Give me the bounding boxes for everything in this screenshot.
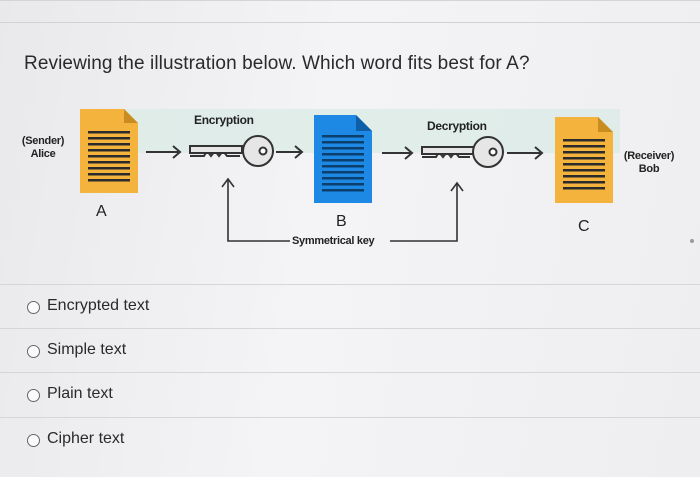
sender-label: (Sender) Alice (21, 135, 65, 160)
document-b-icon (314, 115, 372, 203)
option-label: Encrypted text (47, 297, 150, 314)
option-label: Plain text (47, 385, 113, 402)
decryption-key-icon (421, 136, 504, 168)
label-b: B (336, 213, 347, 230)
radio-button[interactable] (27, 434, 40, 447)
radio-button[interactable] (27, 345, 40, 358)
top-border (0, 0, 700, 1)
label-a: A (96, 203, 107, 220)
option-cipher-text[interactable]: Cipher text (0, 417, 700, 462)
encryption-diagram: Encryption Decryption (Sender) Alice (Re… (0, 95, 700, 265)
header-divider (0, 22, 700, 23)
option-label: Simple text (47, 341, 127, 358)
radio-button[interactable] (27, 301, 40, 314)
question-text: Reviewing the illustration below. Which … (24, 53, 530, 74)
arrow-icon (146, 145, 182, 159)
encryption-key-icon (189, 135, 274, 167)
option-plain-text[interactable]: Plain text (0, 372, 700, 417)
encryption-label: Encryption (194, 113, 254, 127)
arrow-icon (276, 145, 304, 159)
document-a-icon (80, 109, 138, 193)
radio-button[interactable] (27, 389, 40, 402)
label-c: C (578, 218, 590, 235)
document-c-icon (555, 117, 613, 203)
symmetrical-key-label: Symmetrical key (292, 235, 375, 247)
diagram-graphic (80, 109, 620, 242)
option-simple-text[interactable]: Simple text (0, 328, 700, 373)
receiver-label: (Receiver) Bob (623, 150, 675, 175)
decorative-dot (690, 239, 694, 243)
option-label: Cipher text (47, 430, 125, 447)
key-connector (221, 177, 464, 242)
option-encrypted-text[interactable]: Encrypted text (0, 284, 700, 329)
arrow-icon (507, 146, 544, 160)
decryption-label: Decryption (427, 119, 487, 133)
arrow-icon (382, 146, 414, 160)
